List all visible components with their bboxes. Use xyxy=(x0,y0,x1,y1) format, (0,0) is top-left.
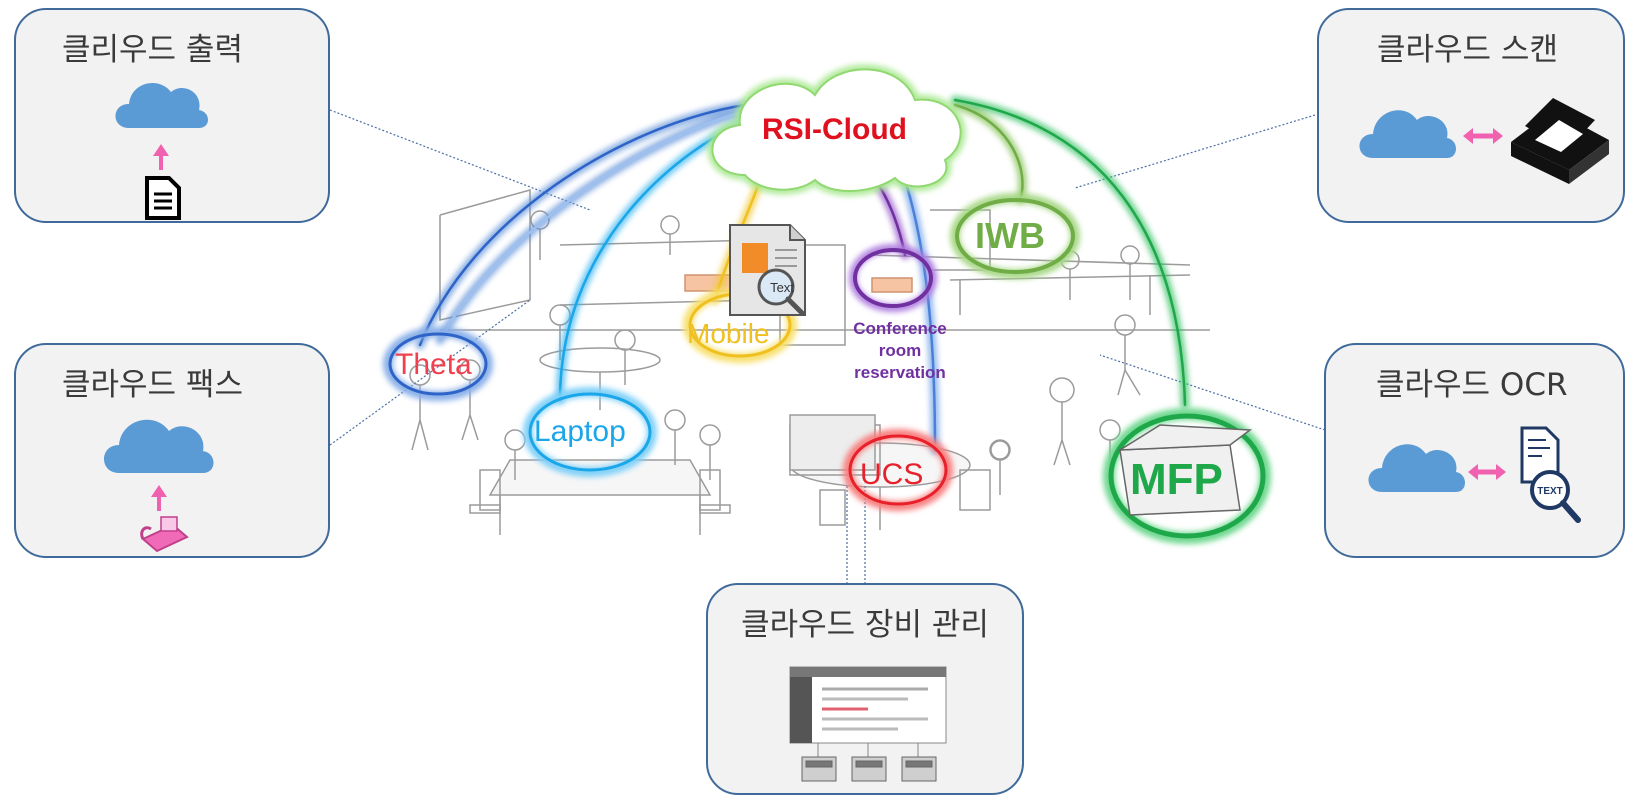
cloud-scan-graphic xyxy=(1359,98,1609,184)
cloud-print-title: 클리우드 출력 xyxy=(62,32,243,68)
double-arrow-icon xyxy=(1463,128,1503,144)
rsi-cloud-label: RSI-Cloud xyxy=(762,113,907,146)
cloud-print-panel[interactable]: 클리우드 출력 xyxy=(14,8,330,223)
cloud-fax-graphic xyxy=(104,419,214,553)
document-icon xyxy=(145,176,181,220)
text-document-icon xyxy=(729,224,806,316)
mfp-label[interactable]: MFP xyxy=(1130,455,1223,504)
up-arrow-icon xyxy=(151,485,167,511)
mobile-text-badge: Text xyxy=(770,280,794,295)
cloud-icon xyxy=(1368,444,1465,492)
ocr-text-badge: TEXT xyxy=(1537,486,1563,497)
text-search-icon: TEXT xyxy=(1520,426,1581,523)
cloud-print-graphic xyxy=(115,82,208,220)
device-management-graphic xyxy=(789,666,947,782)
laptop-label[interactable]: Laptop xyxy=(534,415,626,448)
conference-room-reservation-label[interactable]: Conference room reservation xyxy=(835,318,965,384)
cloud-ocr-title: 클라우드 OCR xyxy=(1376,367,1568,403)
double-arrow-icon xyxy=(1468,464,1506,480)
printer-icon xyxy=(801,743,937,782)
cloud-ocr-panel[interactable]: 클라우드 OCR TEXT xyxy=(1324,343,1625,558)
conference-label-line-3: reservation xyxy=(854,363,946,382)
management-screen-icon xyxy=(789,666,947,744)
conference-label-line-1: Conference xyxy=(853,319,947,338)
cloud-fax-title: 클라우드 팩스 xyxy=(62,367,243,403)
cloud-fax-panel[interactable]: 클라우드 팩스 xyxy=(14,343,330,558)
iwb-label[interactable]: IWB xyxy=(975,215,1045,256)
conference-label-line-2: room xyxy=(878,341,922,360)
cloud-ocr-graphic: TEXT xyxy=(1368,426,1581,523)
device-rings xyxy=(383,193,1271,544)
cloud-icon xyxy=(1359,110,1456,158)
rsi-cloud-shape xyxy=(707,64,966,196)
cloud-device-management-panel[interactable]: 클라우드 장비 관리 xyxy=(706,583,1024,795)
cloud-icon xyxy=(104,419,214,473)
office-illustration xyxy=(409,189,1210,535)
cloud-device-management-title: 클라우드 장비 관리 xyxy=(741,607,989,643)
fax-icon xyxy=(140,516,189,553)
cloud-icon xyxy=(115,82,208,128)
mfp-machine xyxy=(1117,424,1253,516)
mobile-label[interactable]: Mobile xyxy=(687,318,770,349)
theta-label[interactable]: Theta xyxy=(395,348,472,381)
cloud-scan-panel[interactable]: 클라우드 스캔 xyxy=(1317,8,1625,223)
up-arrow-icon xyxy=(153,144,169,170)
ucs-label[interactable]: UCS xyxy=(860,458,924,491)
scanner-icon xyxy=(1511,98,1609,184)
cloud-scan-title: 클라우드 스캔 xyxy=(1377,32,1558,68)
